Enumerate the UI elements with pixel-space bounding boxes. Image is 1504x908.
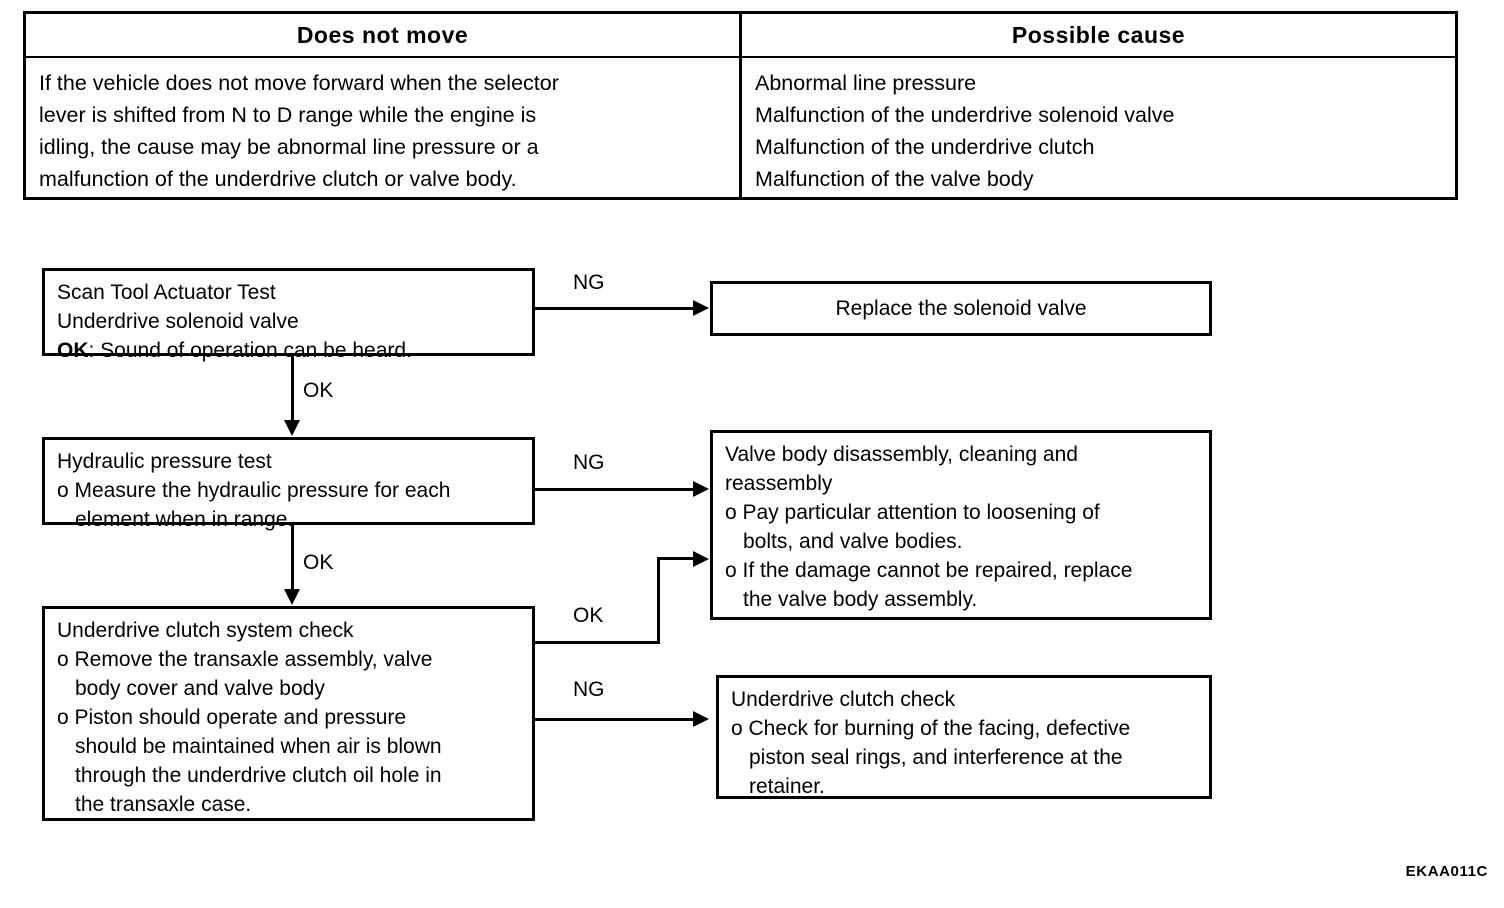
table-header-row: Does not move Possible cause: [26, 14, 1455, 58]
edge-clutch-ok-arrowhead: [693, 551, 709, 567]
table-cell-cause: Abnormal line pressure Malfunction of th…: [742, 58, 1455, 197]
edge-scan-ok-line: [291, 356, 294, 422]
clutch-system-line-5: should be maintained when air is blown: [75, 735, 442, 758]
table-header-cell-cause: Possible cause: [742, 14, 1455, 56]
cause-item: Malfunction of the underdrive solenoid v…: [755, 103, 1175, 127]
edge-hydraulic-ng-arrowhead: [693, 481, 709, 497]
clutch-system-line-3: body cover and valve body: [75, 677, 325, 700]
cause-item: Abnormal line pressure: [755, 71, 977, 95]
symptom-line: idling, the cause may be abnormal line p…: [39, 135, 539, 159]
cause-list: Abnormal line pressure Malfunction of th…: [742, 58, 1455, 195]
clutch-system-line-6: through the underdrive clutch oil hole i…: [75, 764, 442, 787]
edge-clutch-ng-line: [535, 718, 695, 721]
scan-tool-ok-text: : Sound of operation can be heard.: [88, 339, 412, 362]
edge-hydraulic-ng-line: [535, 488, 695, 491]
edge-label-clutch-ng: NG: [573, 678, 605, 701]
table-cell-symptom: If the vehicle does not move forward whe…: [26, 58, 742, 197]
valve-body-line-2: reassembly: [725, 472, 833, 495]
clutch-system-line-2: o Remove the transaxle assembly, valve: [57, 648, 433, 671]
table-body-row: If the vehicle does not move forward whe…: [26, 58, 1455, 197]
clutch-check-line-3: piston seal rings, and interference at t…: [749, 746, 1123, 769]
scan-tool-ok-label: OK: [57, 339, 89, 362]
edge-clutch-ok-horizontal-lower: [535, 641, 660, 644]
cause-item: Malfunction of the valve body: [755, 167, 1034, 191]
edge-clutch-ok-vertical: [657, 557, 660, 644]
symptom-line: lever is shifted from N to D range while…: [39, 103, 537, 127]
clutch-system-line-4: o Piston should operate and pressure: [57, 706, 407, 729]
scan-tool-line-1: Scan Tool Actuator Test: [57, 281, 276, 304]
edge-scan-ng-line: [535, 307, 695, 310]
symptom-line: If the vehicle does not move forward whe…: [39, 71, 559, 95]
edge-clutch-ng-arrowhead: [693, 711, 709, 727]
scan-tool-line-2: Underdrive solenoid valve: [57, 310, 299, 333]
box-hydraulic-pressure-test: Hydraulic pressure test o Measure the hy…: [42, 437, 535, 531]
edge-label-scan-ng: NG: [573, 271, 605, 294]
edge-clutch-ok-horizontal-upper: [657, 557, 695, 560]
valve-body-line-1: Valve body disassembly, cleaning and: [725, 443, 1078, 466]
box-scan-tool-actuator-test: Scan Tool Actuator Test Underdrive solen…: [42, 268, 535, 362]
edge-label-hydraulic-ng: NG: [573, 451, 605, 474]
table-header-cell-symptom: Does not move: [26, 14, 742, 56]
valve-body-line-6: the valve body assembly.: [743, 588, 978, 611]
box-underdrive-clutch-system-check: Underdrive clutch system check o Remove …: [42, 606, 535, 821]
edge-label-scan-ok: OK: [303, 379, 334, 402]
box-replace-solenoid-valve: Replace the solenoid valve: [710, 281, 1212, 336]
edge-scan-ng-arrowhead: [693, 300, 709, 316]
edge-label-hydraulic-ok: OK: [303, 551, 334, 574]
box-underdrive-clutch-check: Underdrive clutch check o Check for burn…: [716, 675, 1212, 799]
edge-hydraulic-ok-arrowhead: [284, 589, 300, 605]
clutch-system-line-1: Underdrive clutch system check: [57, 619, 354, 642]
valve-body-line-5: o If the damage cannot be repaired, repl…: [725, 559, 1133, 582]
scan-tool-line-3: OK: Sound of operation can be heard.: [57, 336, 532, 365]
table-header-symptom-label: Does not move: [296, 21, 469, 48]
valve-body-line-4: bolts, and valve bodies.: [743, 530, 963, 553]
box-valve-body-disassembly: Valve body disassembly, cleaning and rea…: [710, 430, 1212, 620]
edge-scan-ok-arrowhead: [284, 420, 300, 436]
replace-solenoid-text: Replace the solenoid valve: [835, 297, 1087, 320]
table-header-cause-label: Possible cause: [1011, 21, 1186, 48]
edge-label-clutch-ok: OK: [573, 604, 604, 627]
clutch-check-line-4: retainer.: [749, 775, 825, 798]
clutch-system-line-7: the transaxle case.: [75, 793, 252, 816]
symptom-cause-table: Does not move Possible cause If the vehi…: [23, 11, 1458, 200]
hydraulic-line-1: Hydraulic pressure test: [57, 450, 272, 473]
symptom-line: malfunction of the underdrive clutch or …: [39, 167, 517, 191]
clutch-check-line-2: o Check for burning of the facing, defec…: [731, 717, 1131, 740]
clutch-check-line-1: Underdrive clutch check: [731, 688, 956, 711]
cause-item: Malfunction of the underdrive clutch: [755, 135, 1095, 159]
valve-body-line-3: o Pay particular attention to loosening …: [725, 501, 1100, 524]
edge-hydraulic-ok-line: [291, 525, 294, 591]
hydraulic-line-3: element when in range.: [75, 508, 294, 531]
symptom-description: If the vehicle does not move forward whe…: [26, 58, 739, 195]
figure-reference-code: EKAA011C: [1405, 863, 1488, 880]
hydraulic-line-2: o Measure the hydraulic pressure for eac…: [57, 479, 451, 502]
